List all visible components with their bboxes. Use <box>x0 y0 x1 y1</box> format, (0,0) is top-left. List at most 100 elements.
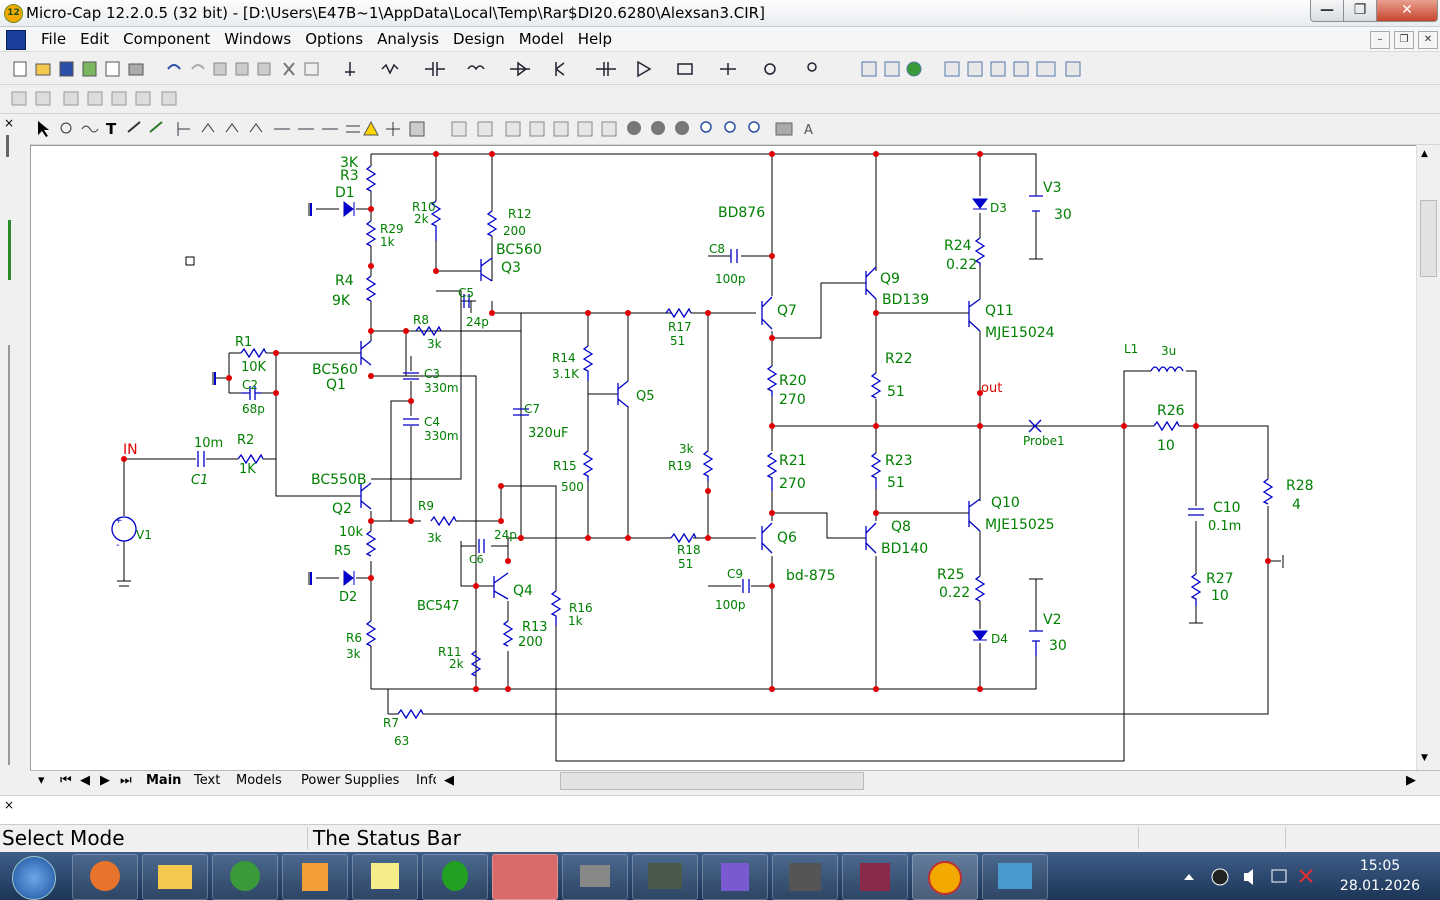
toolbar-secondary-icons[interactable] <box>0 85 200 113</box>
toolbar-schematic: T <box>30 114 1440 145</box>
component-panel-icon <box>862 62 876 76</box>
r1 <box>241 349 266 357</box>
line-mode-icon <box>128 122 140 132</box>
menu-file[interactable]: File <box>34 30 73 48</box>
q1-name: Q1 <box>326 377 346 393</box>
explorer-task-icon[interactable] <box>142 854 208 900</box>
tab-last-icon[interactable]: ⏭ <box>120 772 132 790</box>
archive-task-icon[interactable] <box>842 854 908 900</box>
minimize-button[interactable]: — <box>1310 0 1344 22</box>
c2-name: C2 <box>242 378 258 392</box>
r17-value: 51 <box>670 334 685 348</box>
doc-minimize-button[interactable]: – <box>1370 31 1390 49</box>
vertical-scroll-thumb[interactable] <box>1420 200 1437 277</box>
grid-text-icon <box>346 126 360 132</box>
r28-name: R28 <box>1286 478 1314 494</box>
r3-name: R3 <box>340 168 359 184</box>
tools-task-icon[interactable] <box>492 854 558 900</box>
battery-tool-icon <box>720 63 736 75</box>
system-tray[interactable] <box>1180 866 1330 888</box>
scroll-up-icon[interactable]: ▲ <box>1421 149 1428 159</box>
document-icon[interactable] <box>6 30 26 50</box>
signal-task-icon[interactable] <box>632 854 698 900</box>
schematic-canvas[interactable]: + - 3K R3 D1 R29 1k R4 9K R10 2k R12 200… <box>30 145 1416 771</box>
tab-next-icon[interactable]: ▶ <box>100 772 110 790</box>
menu-options[interactable]: Options <box>298 30 370 48</box>
video-task-icon[interactable] <box>772 854 838 900</box>
tab-models[interactable]: Models <box>236 772 282 790</box>
step-icon <box>627 121 641 135</box>
menu-design[interactable]: Design <box>446 30 512 48</box>
tab-main[interactable]: Main <box>146 772 181 790</box>
zoom-fit-icon <box>749 122 759 132</box>
media-task-icon[interactable] <box>282 854 348 900</box>
notes-task-icon[interactable] <box>352 854 418 900</box>
tab-prev-icon[interactable]: ◀ <box>80 772 90 790</box>
wire-mode-icon <box>82 126 98 132</box>
menu-windows[interactable]: Windows <box>217 30 298 48</box>
c3-value: 330m <box>424 381 459 395</box>
toolbar-schematic-icons[interactable]: T <box>30 114 860 144</box>
status-cell-extra <box>1140 827 1286 849</box>
l1-name: L1 <box>1124 342 1138 356</box>
r29 <box>367 221 375 246</box>
q11-model: MJE15024 <box>985 325 1055 341</box>
tab-text[interactable]: Text <box>194 772 220 790</box>
scroll-down-icon[interactable]: ▼ <box>1421 753 1428 763</box>
q3-model: BC560 <box>496 242 542 258</box>
schematic-drawing[interactable]: + - 3K R3 D1 R29 1k R4 9K R10 2k R12 200… <box>31 146 1416 771</box>
horizontal-scroll-thumb[interactable] <box>560 772 864 790</box>
microcap-task-icon[interactable] <box>912 854 978 900</box>
app-icon: 12 <box>4 4 23 23</box>
menu-edit[interactable]: Edit <box>73 30 116 48</box>
r28-value: 4 <box>1292 497 1301 513</box>
resistor-tool-icon <box>382 65 398 73</box>
d1 <box>344 202 354 216</box>
menu-model[interactable]: Model <box>512 30 571 48</box>
menu-help[interactable]: Help <box>571 30 619 48</box>
photo-task-icon[interactable] <box>982 854 1048 900</box>
toolbar-main-icons[interactable] <box>0 54 1100 84</box>
tab-info[interactable]: Info <box>416 772 436 790</box>
macro-tool-icon <box>678 64 692 74</box>
q1 <box>361 341 371 365</box>
hscroll-right-icon[interactable]: ▶ <box>1406 772 1416 790</box>
tabs-scroll-left-icon[interactable]: ◀ <box>444 772 454 790</box>
command-line[interactable]: × <box>0 795 1440 825</box>
close-button[interactable]: ✕ <box>1376 0 1438 22</box>
c10 <box>1188 509 1204 515</box>
doc-restore-button[interactable]: ❐ <box>1394 31 1414 49</box>
tab-power-supplies[interactable]: Power Supplies <box>301 772 399 790</box>
command-close-icon[interactable]: × <box>4 798 14 812</box>
start-button[interactable] <box>12 856 56 900</box>
editor-task-icon[interactable] <box>702 854 768 900</box>
doc-close-button[interactable]: ✕ <box>1418 31 1438 49</box>
c4-name: C4 <box>424 415 440 429</box>
window-title: Micro-Cap 12.2.0.5 (32 bit) - [D:\Users\… <box>26 4 765 22</box>
text-mode-icon: T <box>106 120 117 138</box>
network-task-icon[interactable] <box>422 854 488 900</box>
q3-name: Q3 <box>501 260 521 276</box>
tab-first-icon[interactable]: ⏮ <box>60 772 72 790</box>
v2-value: 30 <box>1049 638 1067 654</box>
clock[interactable]: 15:05 28.01.2026 <box>1335 856 1425 896</box>
firefox-task-icon[interactable] <box>72 854 138 900</box>
c6-name: C6 <box>469 553 484 566</box>
maximize-button[interactable]: ❐ <box>1343 0 1377 22</box>
r13 <box>504 621 512 646</box>
vertical-scrollbar[interactable]: ▲ ▼ <box>1416 145 1439 770</box>
menu-analysis[interactable]: Analysis <box>370 30 446 48</box>
scope-task-icon[interactable] <box>562 854 628 900</box>
r4-value: 9K <box>332 293 351 309</box>
spider-task-icon[interactable] <box>212 854 278 900</box>
d3-name: D3 <box>990 201 1007 215</box>
copy-icon <box>236 63 248 75</box>
menu-component[interactable]: Component <box>116 30 217 48</box>
q8-model: BD140 <box>881 541 928 557</box>
r15 <box>584 451 592 481</box>
full-screen-icon <box>1037 62 1055 76</box>
taskbar <box>0 852 1440 900</box>
tab-menu-icon[interactable]: ▾ <box>38 772 45 790</box>
l1-value: 3u <box>1161 344 1176 358</box>
delete-icon <box>284 63 294 75</box>
